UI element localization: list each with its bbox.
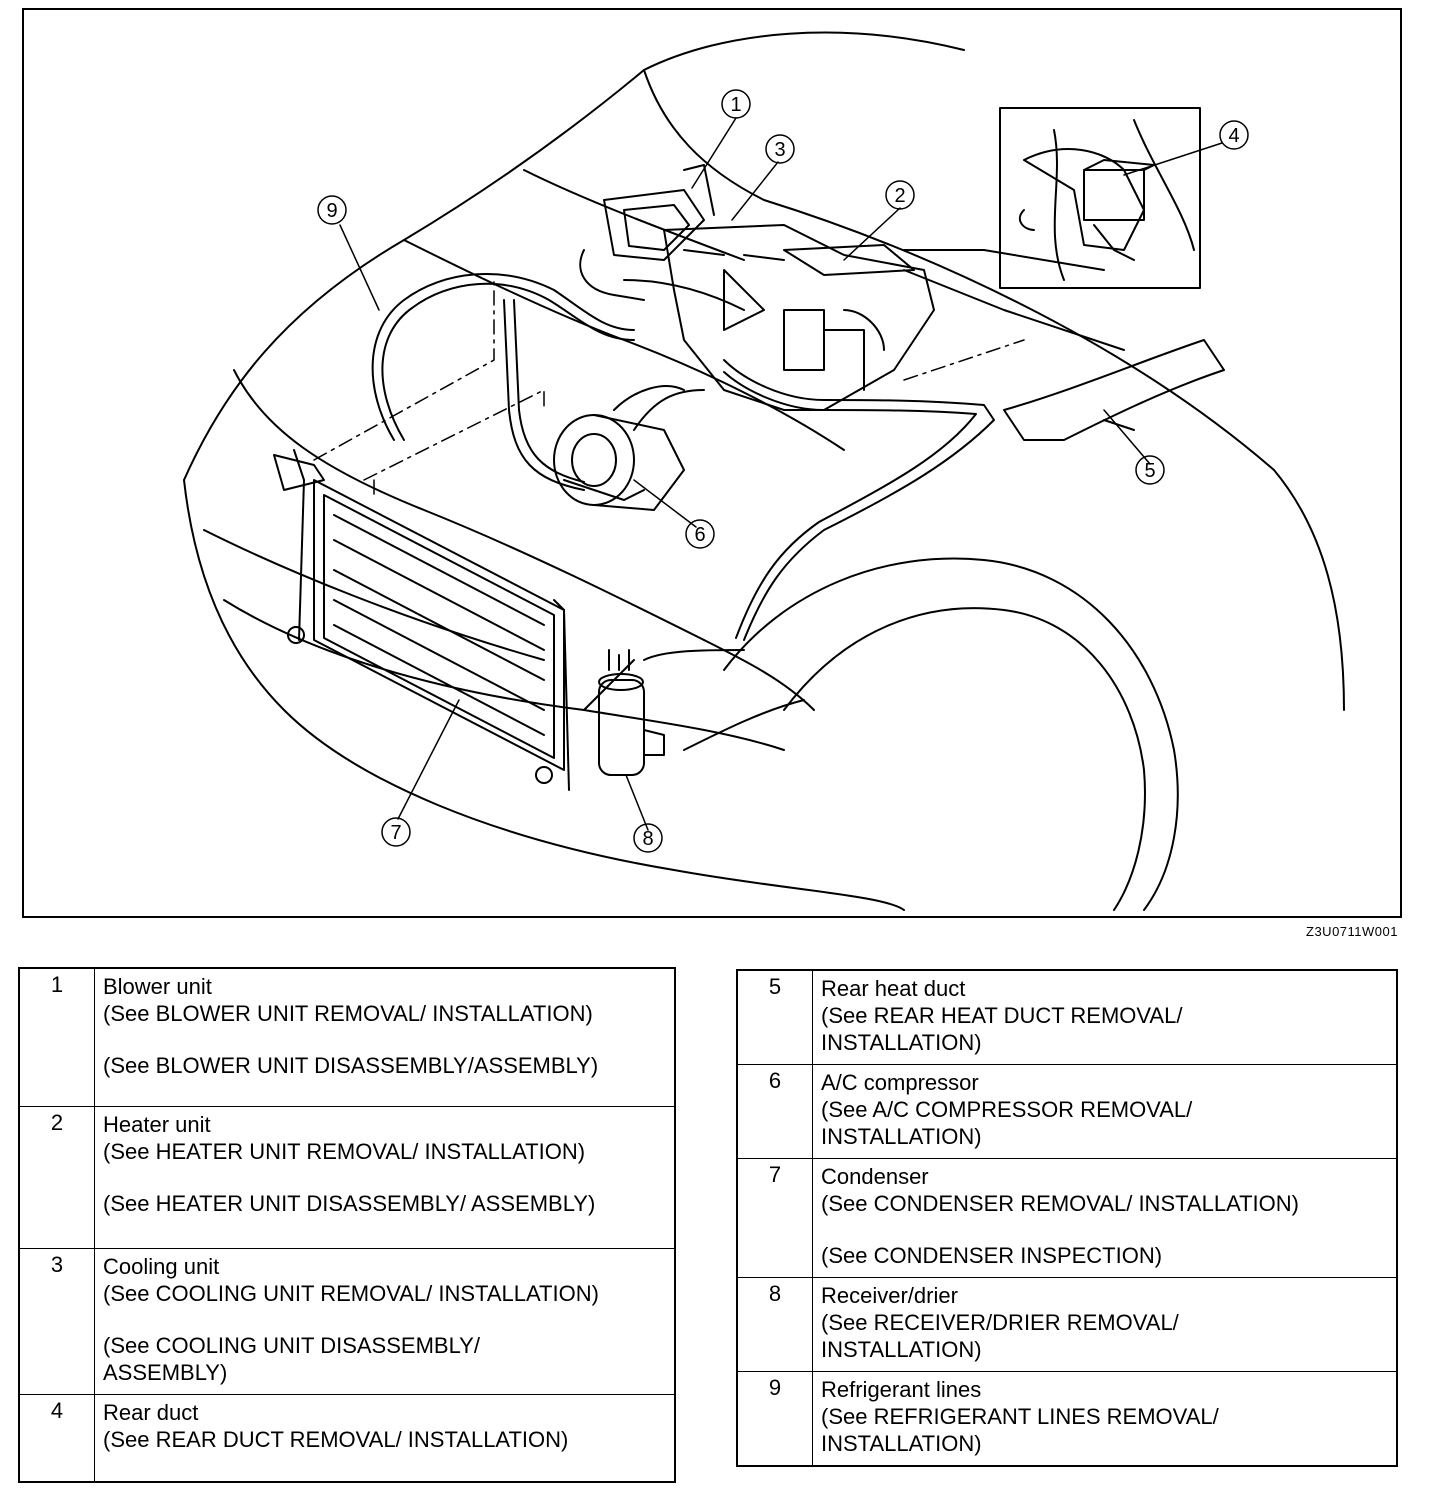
legend-row: 8 Receiver/drier (See RECEIVER/DRIER REM… <box>736 1277 1398 1372</box>
svg-text:2: 2 <box>894 185 905 207</box>
component-name: Cooling unit <box>103 1253 220 1279</box>
legend-description: Cooling unit (See COOLING UNIT REMOVAL/ … <box>94 1247 676 1395</box>
legend-description: Heater unit (See HEATER UNIT REMOVAL/ IN… <box>94 1105 676 1249</box>
component-name: Rear heat duct <box>821 976 966 1001</box>
legend-number: 6 <box>736 1064 813 1159</box>
legend-row: 6 A/C compressor (See A/C COMPRESSOR REM… <box>736 1064 1398 1159</box>
callout-7: 7 <box>381 817 411 847</box>
figure-id: Z3U0711W001 <box>1306 924 1398 939</box>
condenser <box>273 449 570 791</box>
legend-row: 2 Heater unit (See HEATER UNIT REMOVAL/ … <box>18 1105 676 1249</box>
callout-4: 4 <box>1219 120 1249 150</box>
callout-8: 8 <box>633 823 663 853</box>
reference-link[interactable]: (See HEATER UNIT REMOVAL/ INSTALLATION) <box>103 1138 586 1164</box>
svg-text:8: 8 <box>642 828 653 850</box>
legend-number: 1 <box>18 967 95 1107</box>
reference-link[interactable]: (See RECEIVER/DRIER REMOVAL/ INSTALLATIO… <box>821 1310 1179 1362</box>
callout-2: 2 <box>885 180 915 210</box>
svg-text:3: 3 <box>774 139 785 161</box>
cowl-outline <box>523 169 1125 351</box>
legend-row: 1 Blower unit (See BLOWER UNIT REMOVAL/ … <box>18 967 676 1107</box>
svg-text:1: 1 <box>730 94 741 116</box>
legend-row: 5 Rear heat duct (See REAR HEAT DUCT REM… <box>736 969 1398 1065</box>
component-name: Receiver/drier <box>821 1283 958 1308</box>
refrigerant-lines <box>371 273 995 711</box>
compressor <box>553 389 705 511</box>
reference-link[interactable]: (See BLOWER UNIT DISASSEMBLY/ASSEMBLY) <box>103 1053 599 1078</box>
component-name: Blower unit <box>103 974 212 999</box>
vehicle-body-outline <box>183 31 1345 911</box>
svg-text:7: 7 <box>390 822 401 844</box>
legend-row: 7 Condenser (See CONDENSER REMOVAL/ INST… <box>736 1158 1398 1278</box>
legend-description: A/C compressor (See A/C COMPRESSOR REMOV… <box>812 1064 1398 1159</box>
rear-duct-inset <box>999 107 1201 289</box>
legend-table-right: 5 Rear heat duct (See REAR HEAT DUCT REM… <box>736 969 1398 1467</box>
rear-heat-duct <box>1003 339 1225 441</box>
component-name: A/C compressor <box>821 1070 979 1095</box>
reference-link[interactable]: (See COOLING UNIT DISASSEMBLY/ ASSEMBLY) <box>103 1332 480 1385</box>
legend-row: 4 Rear duct (See REAR DUCT REMOVAL/ INST… <box>18 1393 676 1483</box>
legend-description: Rear heat duct (See REAR HEAT DUCT REMOV… <box>812 969 1398 1065</box>
callout-1: 1 <box>721 89 751 119</box>
legend-description: Receiver/drier (See RECEIVER/DRIER REMOV… <box>812 1277 1398 1372</box>
legend-description: Blower unit (See BLOWER UNIT REMOVAL/ IN… <box>94 967 676 1107</box>
reference-link[interactable]: (See REFRIGERANT LINES REMOVAL/ INSTALLA… <box>821 1404 1219 1456</box>
reference-link[interactable]: (See CONDENSER INSPECTION) <box>821 1243 1163 1268</box>
legend-description: Rear duct (See REAR DUCT REMOVAL/ INSTAL… <box>94 1393 676 1483</box>
callout-3: 3 <box>765 134 795 164</box>
svg-text:5: 5 <box>1144 460 1155 482</box>
legend-number: 8 <box>736 1277 813 1372</box>
legend-number: 7 <box>736 1158 813 1278</box>
svg-text:6: 6 <box>694 524 705 546</box>
assembly-dashed-lines <box>313 279 1025 501</box>
reference-link[interactable]: (See REAR DUCT REMOVAL/ INSTALLATION) <box>103 1426 569 1452</box>
legend-number: 4 <box>18 1393 95 1483</box>
wheel-outline <box>683 557 1179 911</box>
hvac-assembly <box>579 164 935 411</box>
component-name: Rear duct <box>103 1399 199 1425</box>
callout-5: 5 <box>1135 455 1165 485</box>
legend-number: 5 <box>736 969 813 1065</box>
callout-6: 6 <box>685 519 715 549</box>
leader-lines <box>339 117 1223 831</box>
reference-link[interactable]: (See BLOWER UNIT REMOVAL/ INSTALLATION) <box>103 1001 593 1026</box>
legend-number: 3 <box>18 1247 95 1395</box>
reference-link[interactable]: (See CONDENSER REMOVAL/ INSTALLATION) <box>821 1191 1299 1216</box>
legend-description: Condenser (See CONDENSER REMOVAL/ INSTAL… <box>812 1158 1398 1278</box>
reference-link[interactable]: (See A/C COMPRESSOR REMOVAL/ INSTALLATIO… <box>821 1097 1193 1149</box>
component-name: Refrigerant lines <box>821 1377 982 1402</box>
callout-9: 9 <box>317 195 347 225</box>
reference-link[interactable]: (See REAR HEAT DUCT REMOVAL/ INSTALLATIO… <box>821 1003 1183 1055</box>
svg-text:9: 9 <box>326 200 337 222</box>
legend-number: 9 <box>736 1371 813 1467</box>
component-name: Heater unit <box>103 1111 211 1137</box>
legend-description: Refrigerant lines (See REFRIGERANT LINES… <box>812 1371 1398 1467</box>
component-location-diagram: 1 3 2 4 5 6 7 8 9 <box>22 8 1402 918</box>
reference-link[interactable]: (See HEATER UNIT DISASSEMBLY/ ASSEMBLY) <box>103 1190 596 1216</box>
reference-link[interactable]: (See COOLING UNIT REMOVAL/ INSTALLATION) <box>103 1280 599 1306</box>
svg-text:4: 4 <box>1228 125 1239 147</box>
component-name: Condenser <box>821 1164 929 1189</box>
legend-table-left: 1 Blower unit (See BLOWER UNIT REMOVAL/ … <box>18 967 676 1483</box>
legend-number: 2 <box>18 1105 95 1249</box>
legend-row: 9 Refrigerant lines (See REFRIGERANT LIN… <box>736 1371 1398 1467</box>
legend-row: 3 Cooling unit (See COOLING UNIT REMOVAL… <box>18 1247 676 1395</box>
receiver-drier <box>598 649 665 776</box>
callout-markers: 1 3 2 4 5 6 7 8 9 <box>317 89 1249 853</box>
